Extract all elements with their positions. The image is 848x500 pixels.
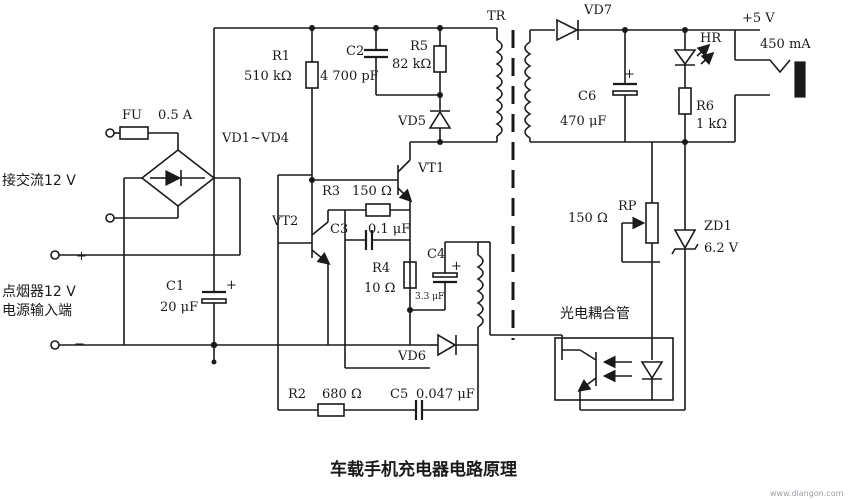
r5-ref: R5 [410,39,428,54]
output-jack [685,30,806,143]
c4-ref: C4 [427,247,445,262]
c6-value: 470 μF [560,114,606,129]
transformer-secondary [524,29,685,143]
capacitor-c3 [344,210,410,250]
zd1-value: 6.2 V [704,241,739,256]
resistor-r3 [345,203,410,217]
diode-vd7 [556,18,760,42]
c1-ref: C1 [166,279,184,294]
capacitor-c1: + [201,178,237,345]
r4-ref: R4 [372,261,390,276]
plus-label: + [76,249,87,264]
svg-text:+: + [451,259,462,274]
watermark: www.diangon.com [770,489,844,498]
capacitor-c4: + [410,241,478,311]
transformer-primary [410,28,503,143]
fu-ref: FU [122,108,142,123]
diode-vd5 [428,110,452,145]
svg-text:+: + [624,67,635,82]
dc-input-label-2: 电源输入端 [2,303,72,319]
top-rail [214,25,497,31]
c3-ref: C3 [330,222,348,237]
diode-vd6 [344,240,478,369]
ground-rail [59,341,430,365]
diagram-title: 车载手机充电器电路原理 [330,459,517,480]
r2-ref: R2 [288,387,306,402]
led-hr [673,30,715,88]
resistor-r6 [678,87,692,145]
vd7-ref: VD7 [583,3,612,18]
optocoupler-label: 光电耦合管 [560,306,630,322]
ac-input-label: 接交流12 V [2,172,76,189]
capacitor-c6: + [612,30,638,142]
optocoupler [554,337,674,401]
c2-value: 4 700 pF [320,69,379,84]
c6-ref: C6 [578,89,596,104]
vt1-ref: VT1 [417,161,444,176]
r2-value: 680 Ω [322,387,362,402]
c3-value: 0.1 μF [368,222,410,237]
potentiometer-rp [621,142,660,360]
c5-value: 0.047 μF [416,387,475,402]
rp-ref: RP [618,199,637,214]
hr-ref: HR [700,31,722,46]
resistor-r5 [433,28,447,110]
c5-ref: C5 [390,387,408,402]
resistor-r1 [305,28,319,183]
tr-ref: TR [487,9,507,24]
c1-value: 20 μF [160,300,198,315]
r6-ref: R6 [696,99,714,114]
r6-value: 1 kΩ [696,117,727,132]
c2-ref: C2 [346,44,364,59]
fu-value: 0.5 A [158,108,193,123]
r3-ref: R3 [322,184,340,199]
output-current: 450 mA [760,37,811,52]
transistor-vt1 [312,142,413,345]
r1-value: 510 kΩ [244,69,292,84]
vd6-ref: VD6 [397,349,426,364]
rp-value: 150 Ω [568,211,608,226]
transistor-vt2 [277,174,345,345]
svg-text:+: + [226,278,237,293]
r4-value: 10 Ω [364,281,395,296]
vt2-ref: VT2 [271,214,298,229]
zener-zd1 [579,142,699,411]
vd5-ref: VD5 [397,114,426,129]
fuse-fu [114,126,179,150]
output-voltage: +5 V [742,11,775,26]
dc-input-label-1: 点烟器12 V [2,284,76,300]
resistor-r2-and-capacitor-c5 [277,243,479,420]
bridge-ref: VD1~VD4 [221,131,289,146]
r1-ref: R1 [272,49,290,64]
r5-value: 82 kΩ [392,57,431,72]
r3-value: 150 Ω [352,184,392,199]
c4-value: 3.3 μF [415,292,444,302]
bridge-rectifier [59,28,241,345]
transformer-feedback-winding [476,241,563,360]
capacitor-c2 [364,28,440,96]
zd1-ref: ZD1 [704,219,732,234]
